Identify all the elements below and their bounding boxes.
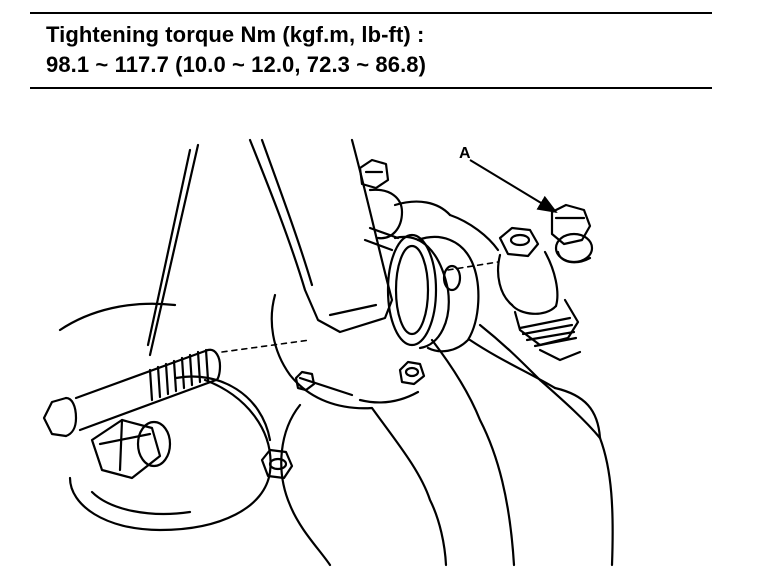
- bottom-rule: [30, 87, 712, 89]
- middle-bolt-left: [294, 370, 316, 392]
- middle-bolt-right: [398, 360, 426, 386]
- lower-arm: [248, 138, 394, 334]
- hub-disc: [68, 378, 272, 532]
- self-locking-nut-a: [550, 203, 594, 264]
- top-nut: [358, 158, 390, 190]
- ball-joint-stud: [496, 226, 582, 362]
- callout-a-label: A: [459, 145, 471, 162]
- arm-bushing: [386, 233, 438, 347]
- torque-label: Tightening torque Nm (kgf.m, lb-ft) :: [46, 22, 425, 47]
- bolt-alignment-dashes: [221, 339, 311, 353]
- strut-line: [148, 143, 200, 357]
- hub-nut: [90, 418, 172, 480]
- torque-value: 98.1 ~ 117.7 (10.0 ~ 12.0, 72.3 ~ 86.8): [46, 52, 427, 77]
- hub-outline: [58, 302, 177, 332]
- top-rule: [30, 12, 712, 14]
- torque-spec: Tightening torque Nm (kgf.m, lb-ft) : 98…: [46, 20, 426, 80]
- knuckle-bracket: [416, 235, 480, 353]
- lower-bolt: [260, 448, 294, 480]
- knuckle-body: [270, 293, 448, 567]
- callout-a-arrow: [469, 159, 558, 214]
- arm-mounting-bolt: [42, 348, 222, 438]
